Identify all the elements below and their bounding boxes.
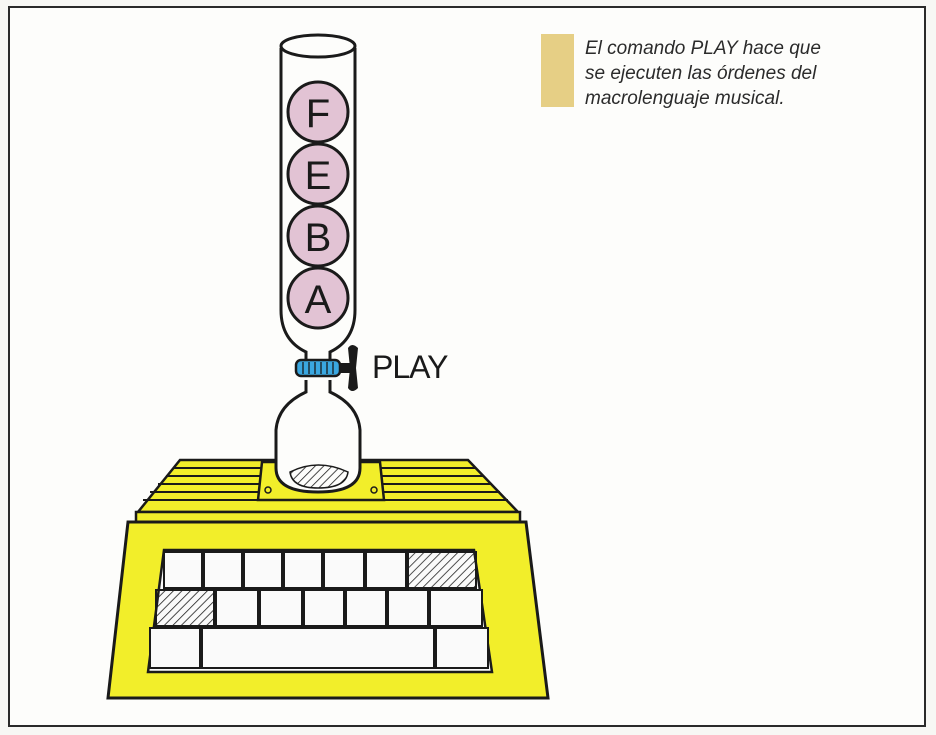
note-label: F: [306, 92, 330, 136]
note-label: A: [305, 278, 332, 322]
note-ball: B: [288, 206, 348, 266]
note-ball: F: [288, 82, 348, 142]
note-ball: E: [288, 144, 348, 204]
note-label: B: [305, 216, 332, 260]
play-label: PLAY: [372, 349, 448, 385]
keyboard: [148, 550, 492, 672]
note-ball: A: [288, 268, 348, 328]
note-label: E: [305, 154, 332, 198]
